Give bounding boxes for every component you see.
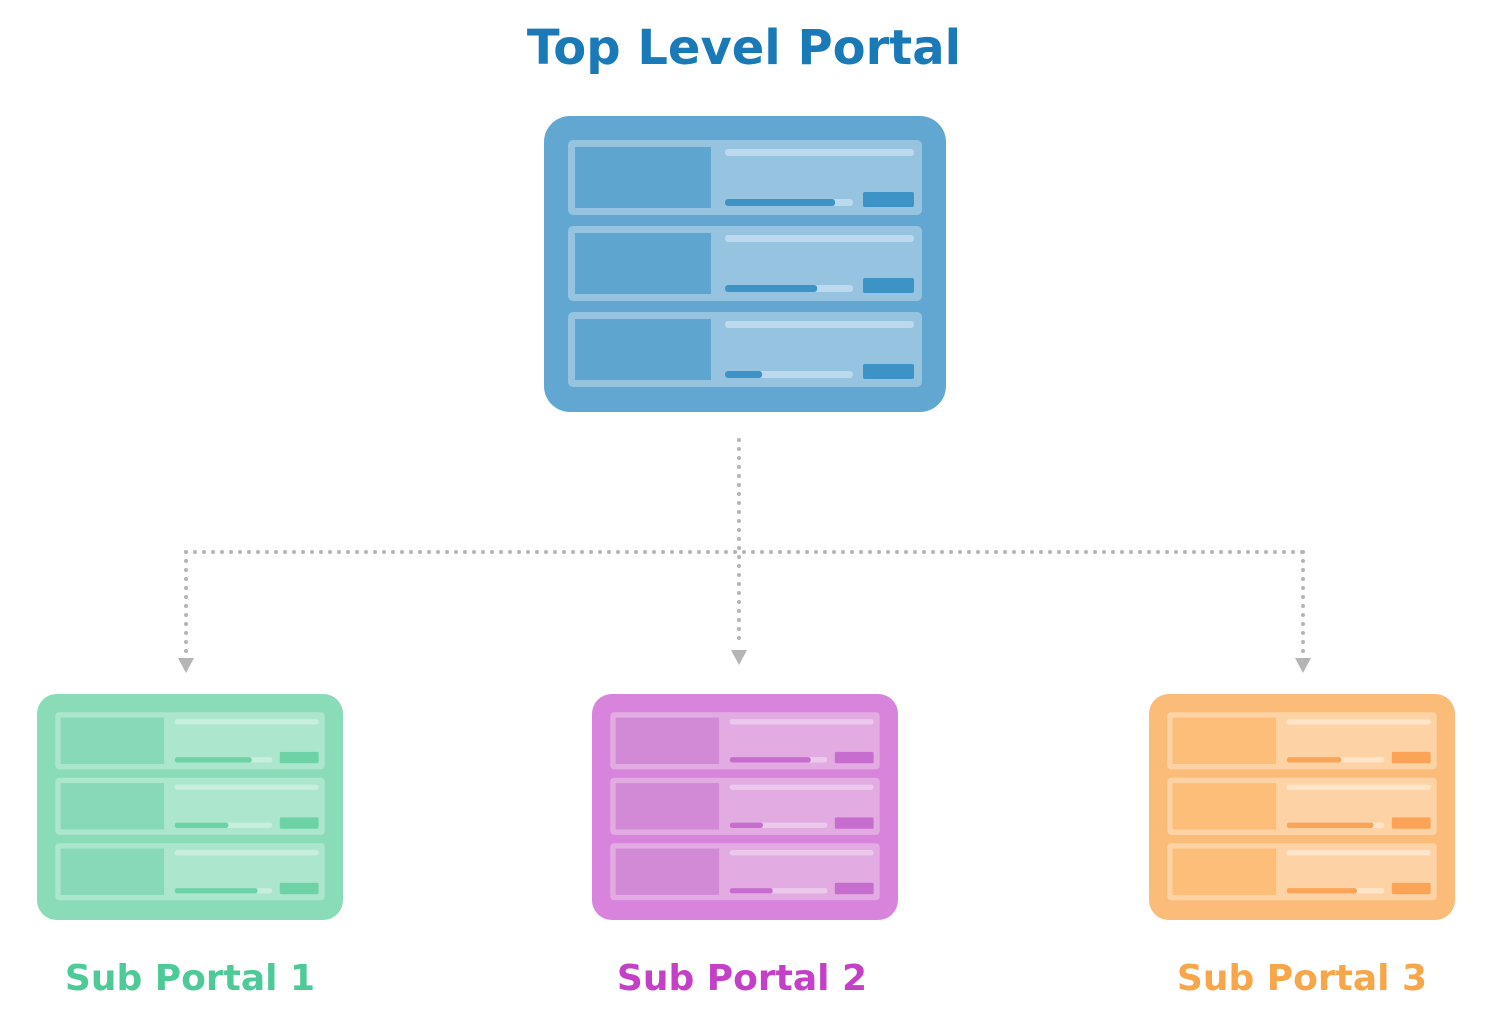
sub-portal-2-row-3-button bbox=[834, 882, 874, 895]
sub-portal-2-row-2-text-line bbox=[729, 784, 874, 790]
sub-portal-2-row-2-image bbox=[615, 783, 720, 830]
sub-portal-3-row-1-text-line bbox=[1286, 719, 1431, 725]
top-portal-row-1-progress-fill bbox=[725, 199, 836, 206]
sub-portal-2-row-2-progress-fill bbox=[729, 822, 763, 828]
top-portal-row-1-button bbox=[863, 192, 914, 207]
sub-portal-2-row-1-button bbox=[834, 751, 874, 764]
sub-portal-1-row-1-progress-fill bbox=[174, 757, 252, 763]
top-portal-row-3-button bbox=[863, 364, 914, 379]
top-portal-row-3-text-line bbox=[725, 321, 914, 328]
sub-portal-1-row-1-text-line bbox=[174, 719, 319, 725]
sub-portal-1-row-3-image bbox=[60, 848, 165, 895]
arrow-head-1 bbox=[178, 658, 194, 673]
sub-portal-3-row-3-text-line bbox=[1286, 850, 1431, 856]
sub-portal-3-row-3-progress-fill bbox=[1286, 888, 1357, 894]
top-portal-title: Top Level Portal bbox=[526, 20, 962, 76]
sub-portal-2-row-3-text-line bbox=[729, 850, 874, 856]
sub-portal-1-row-2-image bbox=[60, 783, 165, 830]
arrow-head-3 bbox=[1295, 658, 1311, 673]
sub-portal-1-row-3-progress-fill bbox=[174, 888, 258, 894]
sub-portal-2-row-1-progress-fill bbox=[729, 757, 811, 763]
sub-portal-1-row-3-button bbox=[279, 882, 319, 895]
sub-portal-2-row-3-progress-fill bbox=[729, 888, 773, 894]
sub-portal-1-row-2-text-line bbox=[174, 784, 319, 790]
sub-portal-2-title: Sub Portal 2 bbox=[616, 958, 868, 999]
sub-portal-3-row-1-button bbox=[1391, 751, 1431, 764]
sub-portal-1-title: Sub Portal 1 bbox=[64, 958, 316, 999]
sub-portal-2-row-3-image bbox=[615, 848, 720, 895]
sub-portal-3-title: Sub Portal 3 bbox=[1176, 958, 1428, 999]
top-portal-row-2-image bbox=[575, 233, 711, 294]
top-portal-row-1-text-line bbox=[725, 149, 914, 156]
top-portal-row-1-image bbox=[575, 147, 711, 208]
sub-portal-1-row-1-button bbox=[279, 751, 319, 764]
sub-portal-1-row-1-image bbox=[60, 717, 165, 765]
sub-portal-1-row-2-progress-fill bbox=[174, 822, 229, 828]
sub-portal-1-row-2-button bbox=[279, 817, 319, 829]
sub-portal-3-row-2-button bbox=[1391, 817, 1431, 829]
sub-portal-2-row-1-text-line bbox=[729, 719, 874, 725]
sub-portal-3-row-2-progress-fill bbox=[1286, 822, 1374, 828]
sub-portal-3-row-2-image bbox=[1172, 783, 1277, 830]
top-portal-row-2-button bbox=[863, 278, 914, 293]
sub-portal-1-row-3-text-line bbox=[174, 850, 319, 856]
top-portal-row-3-progress-fill bbox=[725, 371, 763, 378]
sub-portal-3-row-1-image bbox=[1172, 717, 1277, 765]
top-portal-row-2-progress-fill bbox=[725, 285, 818, 292]
sub-portal-2-row-2-button bbox=[834, 817, 874, 829]
top-portal-row-2-text-line bbox=[725, 235, 914, 242]
sub-portal-2-row-1-image bbox=[615, 717, 720, 765]
top-portal-row-3-image bbox=[575, 319, 711, 380]
sub-portal-3-row-1-progress-fill bbox=[1286, 757, 1342, 763]
sub-portal-3-row-2-text-line bbox=[1286, 784, 1431, 790]
sub-portal-3-row-3-image bbox=[1172, 848, 1277, 895]
sub-portal-3-row-3-button bbox=[1391, 882, 1431, 895]
arrow-head-2 bbox=[731, 650, 747, 665]
